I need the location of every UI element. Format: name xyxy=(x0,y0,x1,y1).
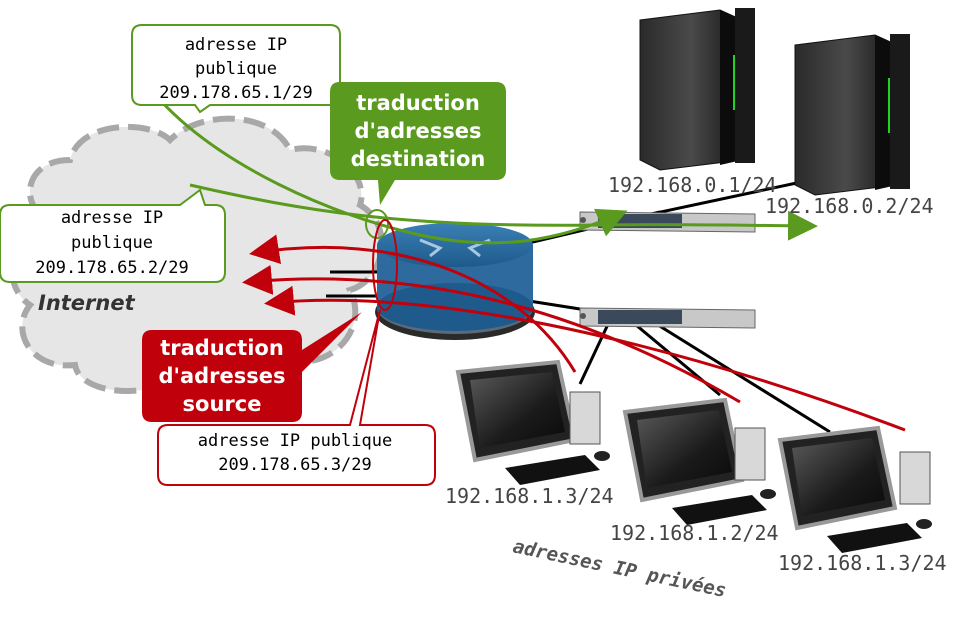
source-nat-flows xyxy=(242,219,906,432)
public-ip-1-line3: 209.178.65.1/29 xyxy=(159,83,313,103)
client-1-ip-label: 192.168.1.3/24 xyxy=(445,484,614,508)
router xyxy=(375,223,535,340)
server-2-ip-label: 192.168.0.2/24 xyxy=(765,194,934,218)
public-ip-3-line2: 209.178.65.3/29 xyxy=(218,455,372,475)
nat-destination-badge: traduction d'adresses destination xyxy=(330,82,506,205)
nat-source-line1: traduction xyxy=(160,336,284,360)
private-addresses-label: adresses IP privées xyxy=(511,535,728,602)
client-2 xyxy=(622,397,776,525)
nat-source-line2: d'adresses xyxy=(158,364,285,388)
public-ip-2-line2: publique xyxy=(71,233,153,253)
public-ip-2-line1: adresse IP xyxy=(61,208,163,228)
switch-clients xyxy=(579,307,756,329)
server-1 xyxy=(639,8,755,171)
nat-source-badge: traduction d'adresses source xyxy=(142,312,362,422)
nat-destination-line3: destination xyxy=(351,147,486,171)
client-3-ip-label: 192.168.1.3/24 xyxy=(778,551,947,575)
callout-public-ip-2: adresse IP publique 209.178.65.2/29 xyxy=(0,188,226,283)
destination-nat-flows xyxy=(158,98,818,245)
nat-destination-line2: d'adresses xyxy=(354,119,481,143)
server-1-ip-label: 192.168.0.1/24 xyxy=(608,173,777,197)
switch-servers xyxy=(579,211,756,233)
nat-destination-line1: traduction xyxy=(356,91,480,115)
public-ip-3-line1: adresse IP publique xyxy=(198,431,392,451)
callout-public-ip-3: adresse IP publique 209.178.65.3/29 xyxy=(157,309,436,486)
public-ip-1-line2: publique xyxy=(195,59,277,79)
nat-source-line3: source xyxy=(183,392,262,416)
public-ip-2-line3: 209.178.65.2/29 xyxy=(35,258,189,278)
public-ip-1-line1: adresse IP xyxy=(185,35,287,55)
client-1 xyxy=(455,359,610,485)
client-2-ip-label: 192.168.1.2/24 xyxy=(610,521,779,545)
server-2 xyxy=(794,34,910,196)
callout-public-ip-1: adresse IP publique 209.178.65.1/29 xyxy=(131,24,341,114)
client-3 xyxy=(777,425,932,553)
internet-label: Internet xyxy=(38,291,136,315)
